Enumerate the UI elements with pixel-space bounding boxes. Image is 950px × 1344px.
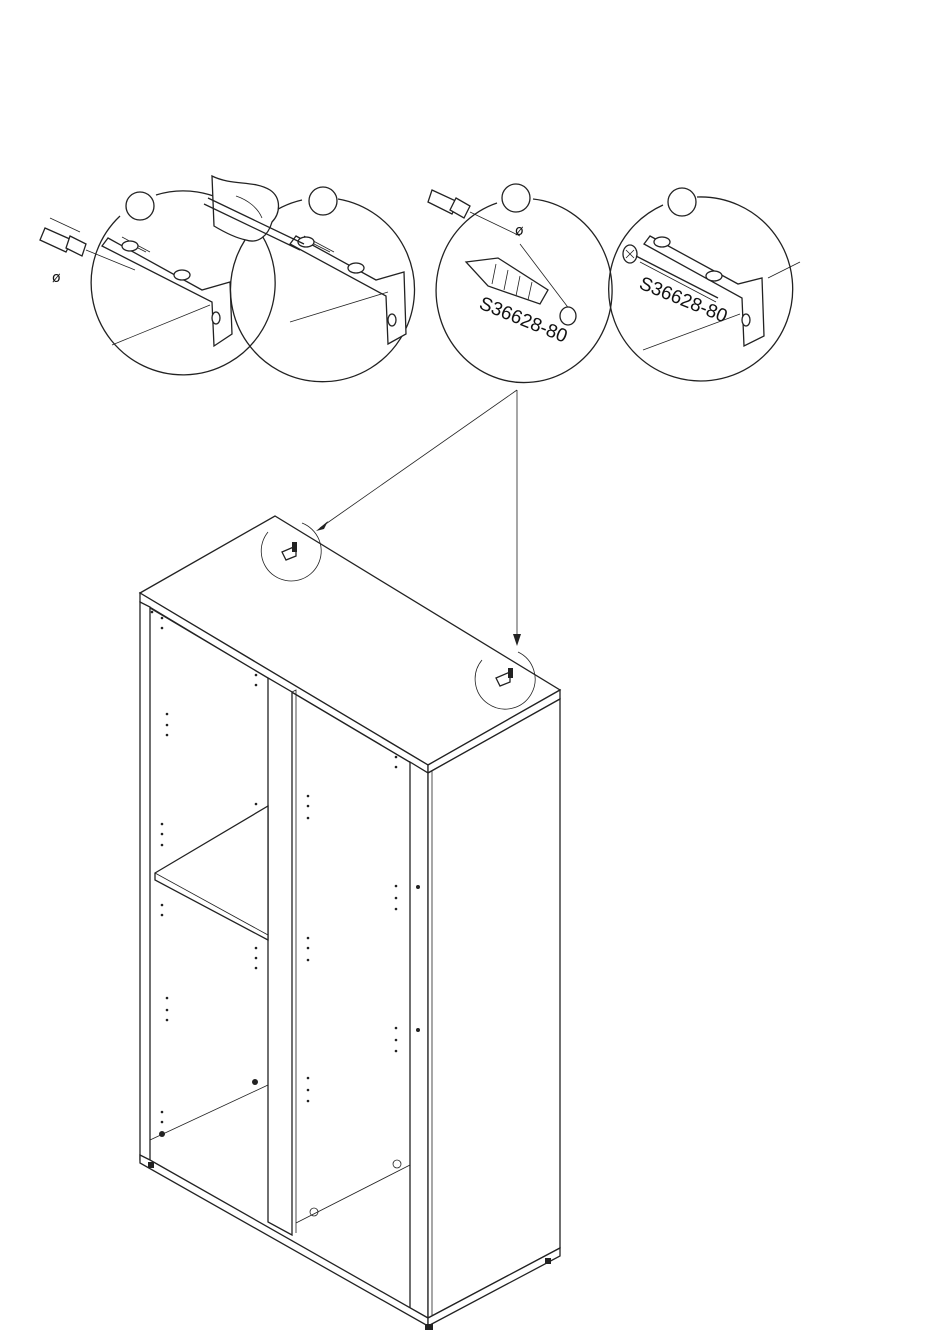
cabinet-divider <box>268 678 292 1235</box>
step-2-number-circle <box>309 187 337 215</box>
cabinet-left-side <box>140 602 150 1165</box>
step-4-number-circle <box>668 188 696 216</box>
step-4-detail: S36628-80 <box>609 188 800 381</box>
drill-diameter-symbol-step-3: ø <box>515 223 524 239</box>
hand-icon <box>212 176 279 241</box>
step-1-bracket <box>102 238 232 346</box>
step-3-detail: ø S36628-80 <box>428 184 612 383</box>
dowel-part-number: S36628-80 <box>476 293 570 347</box>
wall-hole <box>560 307 576 325</box>
step-3-number-circle <box>502 184 530 212</box>
step-2-bracket <box>290 236 406 344</box>
cabinet-right-outer <box>428 699 560 1318</box>
drill-diameter-symbol: ø <box>52 270 61 286</box>
cabinet-shelf <box>155 806 268 940</box>
step-2-detail <box>204 176 415 382</box>
step-1-number-circle <box>126 192 154 220</box>
cabinet <box>140 516 560 1330</box>
cabinet-right-side <box>410 762 428 1318</box>
